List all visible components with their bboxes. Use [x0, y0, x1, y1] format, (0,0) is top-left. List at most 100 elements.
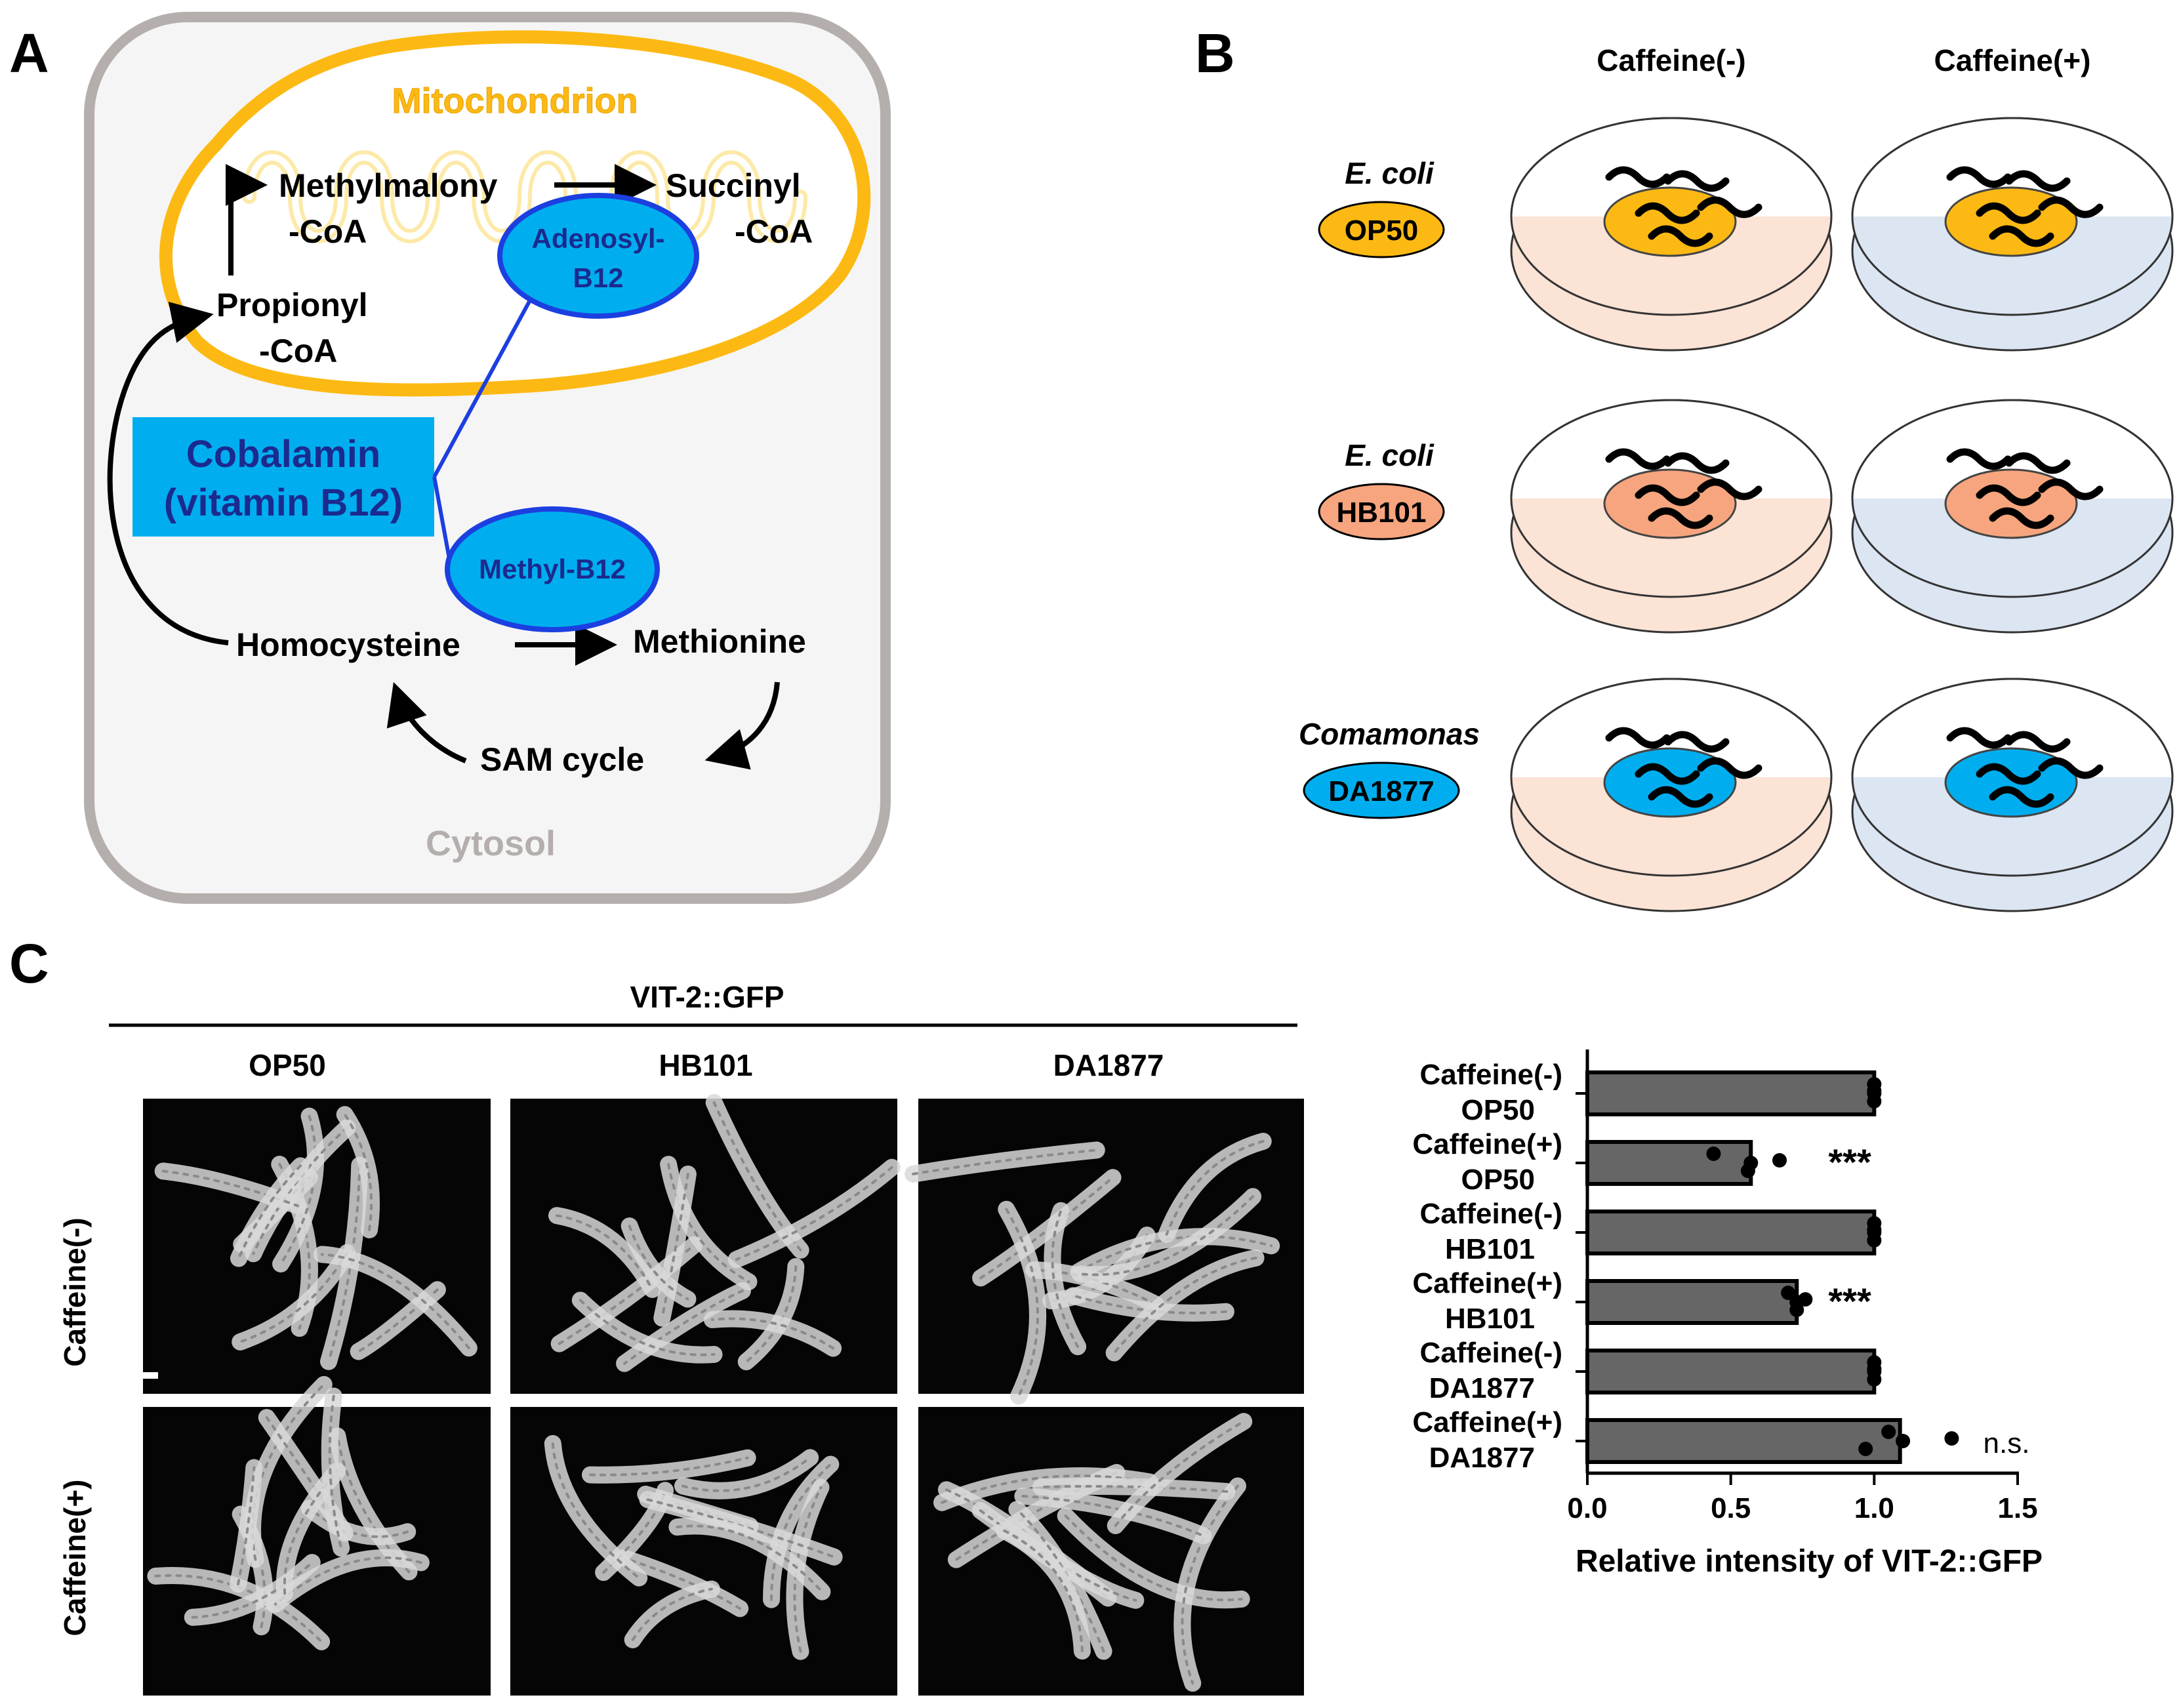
genus-label: E. coli — [1345, 156, 1435, 190]
worm-texture — [770, 1463, 832, 1601]
worm-texture — [320, 1253, 470, 1350]
y-tick-label-strain: DA1877 — [1429, 1442, 1535, 1474]
worm-texture — [622, 1556, 742, 1610]
cobalamin-box — [132, 417, 434, 537]
y-tick-label: Caffeine(-) — [1419, 1198, 1562, 1230]
significance-annotation: n.s. — [1984, 1427, 2030, 1459]
plate-lid — [1510, 399, 1833, 499]
panel-label-b: B — [1195, 22, 1235, 84]
y-tick-label: Caffeine(+) — [1412, 1267, 1562, 1299]
reporter-label: VIT-2::GFP — [630, 980, 784, 1014]
worm-texture — [676, 1524, 824, 1593]
micrograph-da1877-caffeine-plus — [918, 1407, 1304, 1696]
panel-label-a: A — [9, 22, 49, 84]
plate-da1877-caffeine-plus — [1851, 678, 2174, 912]
plate-lid — [1510, 678, 1833, 778]
homocysteine-label: Homocysteine — [236, 626, 460, 663]
genus-label: Comamonas — [1299, 717, 1480, 751]
mitochondrion-membrane — [159, 30, 871, 397]
column-header-caffeine-plus: Caffeine(+) — [1934, 43, 2091, 77]
cobalamin-label-2: (vitamin B12) — [164, 481, 403, 524]
data-point — [1772, 1153, 1787, 1168]
micrograph-hb101-caffeine-plus — [510, 1407, 897, 1696]
plate-lid — [1851, 399, 2174, 499]
worm-texture — [631, 1587, 713, 1641]
plate-lid — [1851, 117, 2174, 217]
worm-texture — [1064, 1515, 1243, 1602]
worm-texture — [588, 1456, 749, 1476]
worm-texture — [236, 1466, 256, 1586]
bar — [1585, 1349, 1877, 1394]
plate-da1877-caffeine-minus — [1510, 678, 1833, 912]
x-tick-label: 1.5 — [1997, 1492, 2037, 1524]
panel-label-c: C — [9, 933, 49, 994]
worms-icon — [1605, 727, 1762, 808]
significance-annotation: *** — [1828, 1141, 1871, 1183]
bar — [1585, 1070, 1877, 1116]
cytosol-label: Cytosol — [426, 824, 556, 863]
worm-texture — [1003, 1529, 1084, 1653]
y-tick-label: Caffeine(-) — [1419, 1059, 1562, 1091]
worm-texture — [1165, 1139, 1265, 1236]
worm-texture — [710, 1317, 835, 1350]
worms-icon — [1605, 166, 1762, 247]
data-point — [1781, 1286, 1796, 1300]
worms-icon — [1946, 166, 2104, 247]
worm-texture — [1112, 1256, 1257, 1354]
mitochondrion-cristae-inner — [246, 154, 804, 239]
adenosyl-b12-label: Adenosyl- — [531, 223, 664, 254]
significance-annotation: *** — [1828, 1280, 1871, 1322]
strain-badge — [1318, 201, 1445, 258]
bar — [1585, 1210, 1877, 1255]
worm-texture — [912, 1149, 1098, 1175]
y-tick-label-strain: HB101 — [1445, 1233, 1535, 1265]
worm-texture — [1005, 1208, 1040, 1398]
worm-texture — [265, 1416, 346, 1535]
micro-col-op50: OP50 — [249, 1048, 326, 1082]
x-tick-label: 0.0 — [1567, 1492, 1607, 1524]
homocysteine-to-propionyl-arrow — [107, 302, 229, 645]
bar — [1585, 1140, 1753, 1186]
panel-a: A Mitochondrion Cytosol Methylmalony -Co… — [9, 12, 891, 904]
data-point — [1706, 1147, 1721, 1161]
worm-texture — [661, 1172, 689, 1320]
worm-texture — [579, 1299, 716, 1356]
adenosyl-b12-label-2: B12 — [573, 262, 623, 293]
methyl-b12-label: Methyl-B12 — [479, 554, 626, 584]
worm-texture — [343, 1113, 373, 1231]
data-point — [1858, 1442, 1873, 1456]
micro-col-hb101: HB101 — [659, 1048, 752, 1082]
worm-texture — [667, 1163, 750, 1284]
mitochondrion-label: Mitochondrion — [392, 81, 638, 121]
x-tick-label: 1.0 — [1854, 1492, 1894, 1524]
worm-texture — [1078, 1195, 1255, 1276]
micro-row-caffeine-plus: Caffeine(+) — [58, 1480, 92, 1637]
bar — [1585, 1279, 1799, 1325]
strain-name: DA1877 — [1328, 775, 1434, 807]
cobalamin-to-adenosyl-link — [432, 282, 541, 478]
worm-texture — [328, 1394, 343, 1550]
micrograph-op50-caffeine-minus — [125, 1099, 491, 1394]
micrograph-op50-caffeine-plus — [143, 1375, 491, 1696]
data-point — [1896, 1434, 1911, 1448]
panel-c: C VIT-2::GFP OP50 HB101 DA1877 Caffeine(… — [9, 933, 2043, 1696]
micro-col-da1877: DA1877 — [1053, 1048, 1164, 1082]
methylmalonyl-coa-label: Methylmalony — [279, 167, 498, 204]
worm-texture — [279, 1114, 317, 1265]
worms-icon — [1946, 448, 2104, 529]
worm-texture — [1051, 1209, 1080, 1349]
micro-row-caffeine-minus: Caffeine(-) — [58, 1217, 92, 1366]
x-tick-label: 0.5 — [1711, 1492, 1751, 1524]
plate-lid — [1851, 678, 2174, 778]
scale-bar — [125, 1372, 158, 1379]
worm-texture — [555, 1214, 654, 1291]
bar — [1585, 1418, 1902, 1464]
data-point — [1867, 1223, 1882, 1237]
methylmalonyl-coa-label-2: -CoA — [289, 213, 367, 250]
succinyl-coa-label-2: -CoA — [735, 213, 813, 250]
data-point — [1867, 1233, 1882, 1248]
